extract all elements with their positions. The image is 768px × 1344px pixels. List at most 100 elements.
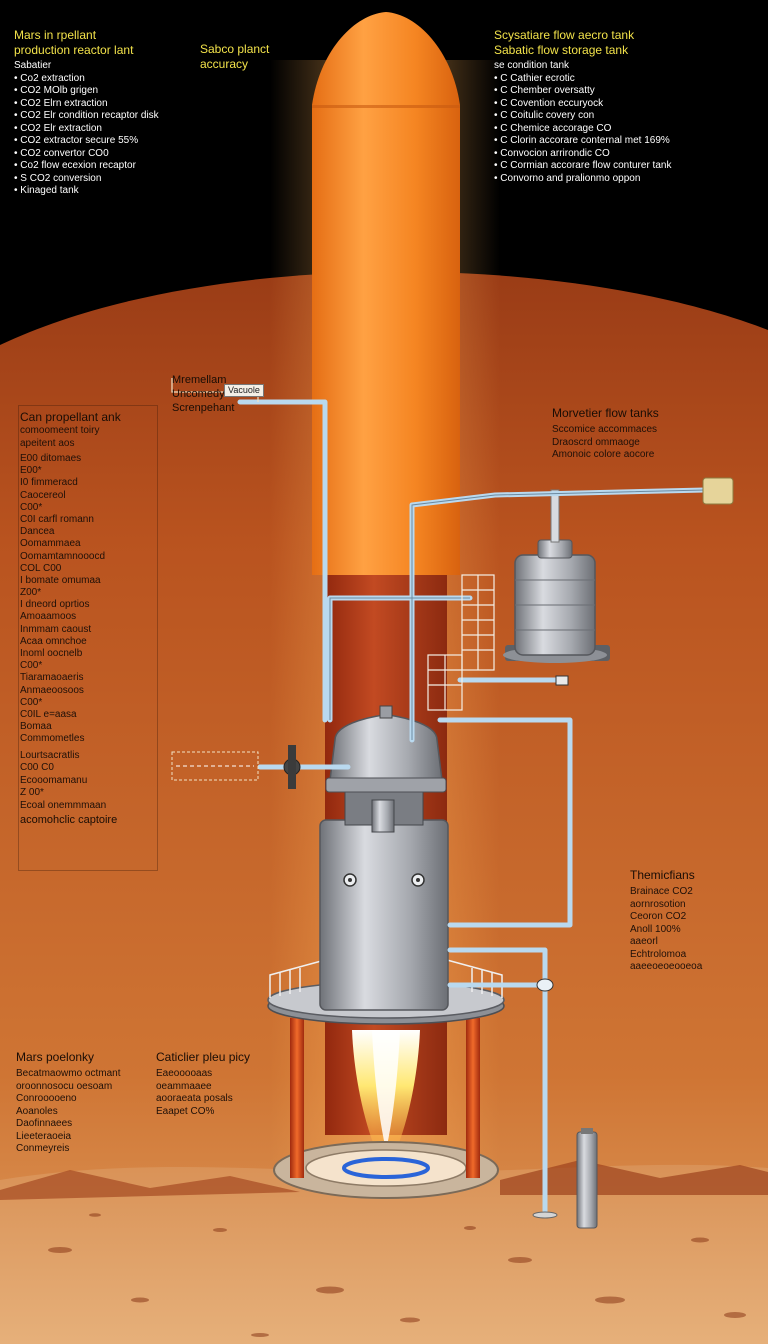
list-item: E00 ditomaes [20,453,82,464]
list-item: C Covention eccuryock [494,98,764,111]
right-mid-list: Brainace CO2 aornrosotion Ceoron CO2 Ano… [630,886,760,974]
header-left-title-1: Mars in rpellant [14,28,97,42]
bottom-mid-panel: Caticlier pleu picy Eaeooooaas oeammaaee… [156,1050,286,1118]
list-item: Commometles [20,733,85,745]
list-item: C00 C0 [20,762,54,773]
list-item: Brainace CO2 [630,886,693,897]
header-mid: Sabco planct accuracy [200,42,310,72]
list-item: Eaapet CO% [156,1105,215,1117]
methanol-label: Mremellam Uncomedy Vacuole Screnpehant [172,374,282,415]
left-panel-sub-1: comoomeent toiry [20,425,100,436]
list-item: C00* [20,696,43,708]
right-top-title: Morvetier flow tanks [552,406,659,420]
list-item: Kinaged tank [14,185,244,198]
list-item: I0 fimmeracd [20,477,78,489]
list-item: Inoml oocnelb [20,648,83,659]
list-item: oroonnosocu oesoam [16,1080,113,1092]
right-mid-title: Themicfians [630,868,695,882]
list-item: Inmmam caoust [20,623,92,635]
header-left-subtitle: Sabatier [14,60,52,71]
header-mid-line-2: accuracy [200,57,249,71]
bottom-left-title: Mars poelonky [16,1050,95,1064]
left-panel-footer: Lourtsacratlis C00 C0 Ecooomamanu Z 00* … [20,750,160,813]
list-item: Anoll 100% [630,923,681,935]
list-item: Ecooomamanu [20,774,88,786]
bottom-left-list: Becatmaowmo octmant oroonnosocu oesoam C… [16,1068,146,1106]
list-item: S CO2 conversion [14,173,244,186]
list-item: aaeeoeoeooeoa [630,961,703,972]
right-top-list: Sccomice accommaces Draoscrd ommaoge [552,424,752,449]
list-item: C Cormian accorare flow conturer tank [494,160,764,173]
list-item: Co2 flow ecexion recaptor [14,160,244,173]
left-panel-title: Can propellant ank [20,410,121,424]
list-item: aooraeata posals [156,1093,233,1104]
list-item: Amoaamoos [20,611,77,623]
list-item: Acaa omnchoe [20,635,87,647]
list-item: aaeorl [630,936,658,947]
list-item: C0I carfl romann [20,513,94,525]
list-item: Daofinnaees [16,1118,73,1129]
list-item: Convocion arrirondic CO [494,148,764,161]
list-item: C Chemice accorage CO [494,123,764,136]
list-item: Ecoal onemmmaan [20,799,107,811]
methanol-line-3: Screnpehant [172,401,235,414]
list-item: Oomammaea [20,538,81,550]
list-item: Convorno and pralionmo oppon [494,173,764,186]
list-item: Z00* [20,587,42,599]
list-item: CO2 Elrn extraction [14,98,244,111]
bottom-mid-list: Eaeooooaas oeammaaee aooraeata posals Ea… [156,1068,286,1118]
list-item: C Cathier ecrotic [494,73,764,86]
header-right-list: C Cathier ecrotic C Chember oversatty C … [494,73,764,186]
right-mid-panel: Themicfians Brainace CO2 aornrosotion Ce… [630,868,760,974]
list-item: C0IL e=aasa [20,708,77,720]
header-right-title-1: Scysatiare flow aecro tank [494,28,635,42]
list-item: C Coitulic covery con [494,110,764,123]
list-item: C00* [20,660,43,672]
list-item: Anmaeoosoos [20,684,84,696]
list-item: C Chember oversatty [494,85,764,98]
methanol-line-2: Uncomedy [172,387,225,400]
list-item: C Clorin accorare conternal met 169% [494,135,764,148]
list-item: Caocereol [20,489,66,501]
list-item: I bomate omumaa [20,574,101,586]
list-item: Z 00* [20,787,44,798]
list-item: Aoanoles [16,1105,58,1117]
header-left-list: Co2 extraction CO2 MOlb grigen CO2 Elrn … [14,73,244,198]
list-item: I dneord oprtios [20,599,90,611]
list-item: E00* [20,465,42,477]
list-item: Oomamtamnooocd [20,550,106,562]
bottom-left-bullets: Aoanoles Daofinnaees Lieeteraoeia Conmey… [16,1106,146,1156]
list-item: Echtrolomoa [630,948,687,960]
list-item: Lieeteraoeia [16,1130,72,1142]
list-item: CO2 convertor CO0 [14,148,244,161]
list-item: Tiaramaoaeris [20,672,84,684]
list-item: Sccomice accommaces [552,424,658,435]
list-item: CO2 MOlb grigen [14,85,244,98]
list-item: oeammaaee [156,1080,212,1092]
list-item: CO2 extractor secure 55% [14,135,244,148]
methanol-line-1: Mremellam [172,374,227,386]
methanol-tag: Vacuole [224,383,264,397]
bottom-mid-title: Caticlier pleu picy [156,1050,251,1064]
bottom-left-panel: Mars poelonky Becatmaowmo octmant oroonn… [16,1050,146,1156]
list-item: Ceoron CO2 [630,911,687,922]
left-panel-content: Can propellant ank comoomeent toiry apei… [20,410,160,828]
list-item: CO2 Elr extraction [14,123,244,136]
list-item: Conmeyreis [16,1143,70,1154]
list-item: Draoscrd ommaoge [552,436,640,448]
left-panel-sub-2: apeitent aos [20,437,75,449]
list-item: C00* [20,501,43,513]
header-right-title-2: Sabatic flow storage tank [494,43,629,57]
list-item: COL C00 [20,562,62,574]
list-item: Eaeooooaas [156,1068,213,1079]
left-panel [18,405,158,871]
header-right-subtitle: se condition tank [494,60,570,71]
list-item: Becatmaowmo octmant [16,1068,121,1079]
right-top-line: Amonoic colore aocore [552,449,655,460]
list-item: Lourtsacratlis [20,749,80,761]
header-mid-line-1: Sabco planct [200,42,270,56]
list-item: Conrooooeno [16,1093,77,1104]
list-item: Dancea [20,526,55,538]
left-panel-caption: acomohclic captoire [20,814,118,826]
